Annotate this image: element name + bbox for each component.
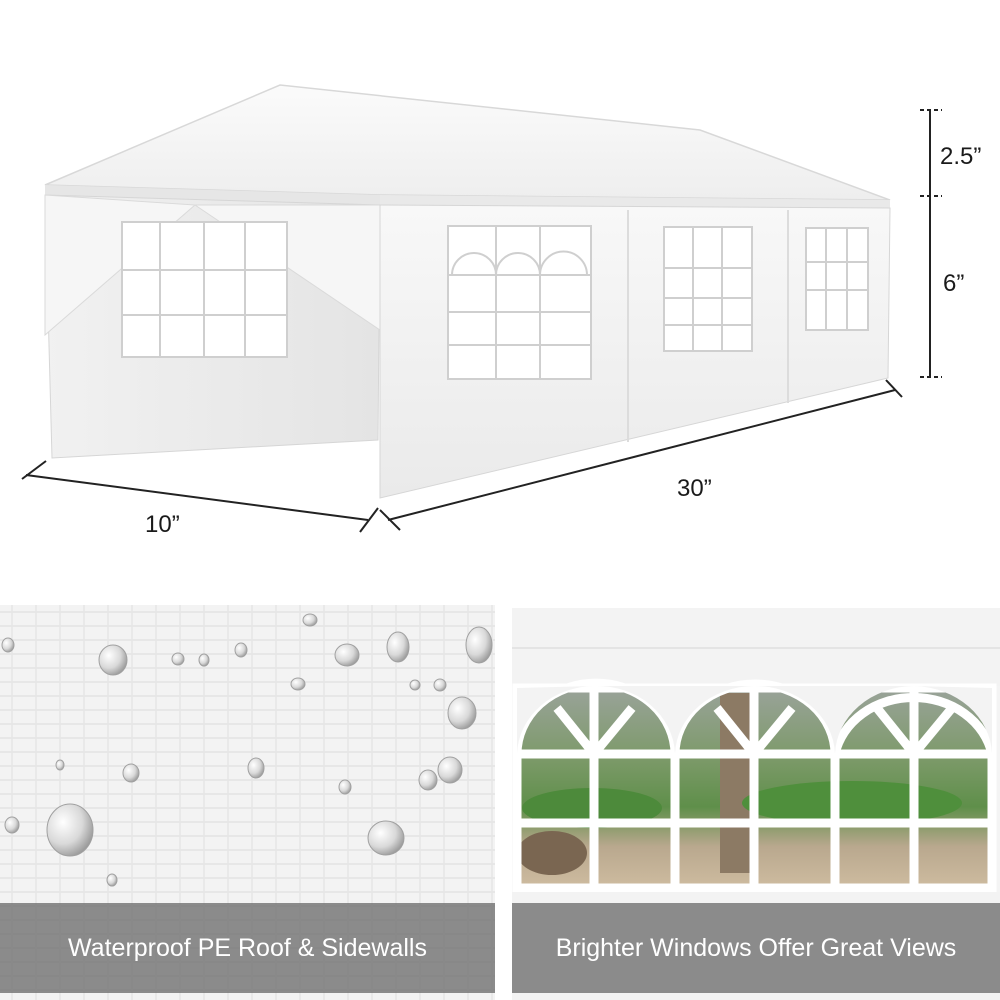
side-window-2 — [663, 226, 753, 352]
waterproof-caption-bar: Waterproof PE Roof & Sidewalls — [0, 903, 495, 993]
width-dimension — [21, 460, 379, 533]
windows-caption-bar: Brighter Windows Offer Great Views — [512, 903, 1000, 993]
waterproof-caption: Waterproof PE Roof & Sidewalls — [68, 933, 427, 962]
tent-roof — [44, 84, 891, 201]
tent-drawing — [21, 84, 942, 533]
end-window — [121, 221, 288, 358]
windows-caption: Brighter Windows Offer Great Views — [555, 933, 957, 962]
side-window-1 — [447, 225, 592, 380]
roof-height-label: 2.5” — [940, 143, 982, 170]
height-dimension — [920, 109, 942, 378]
length-label: 30” — [677, 475, 712, 502]
side-window-3 — [805, 227, 869, 331]
water-droplets — [1, 613, 493, 887]
tent-illustration — [21, 84, 942, 533]
width-label: 10” — [145, 511, 180, 538]
wall-height-label: 6” — [943, 270, 965, 297]
length-dimension — [379, 379, 903, 531]
